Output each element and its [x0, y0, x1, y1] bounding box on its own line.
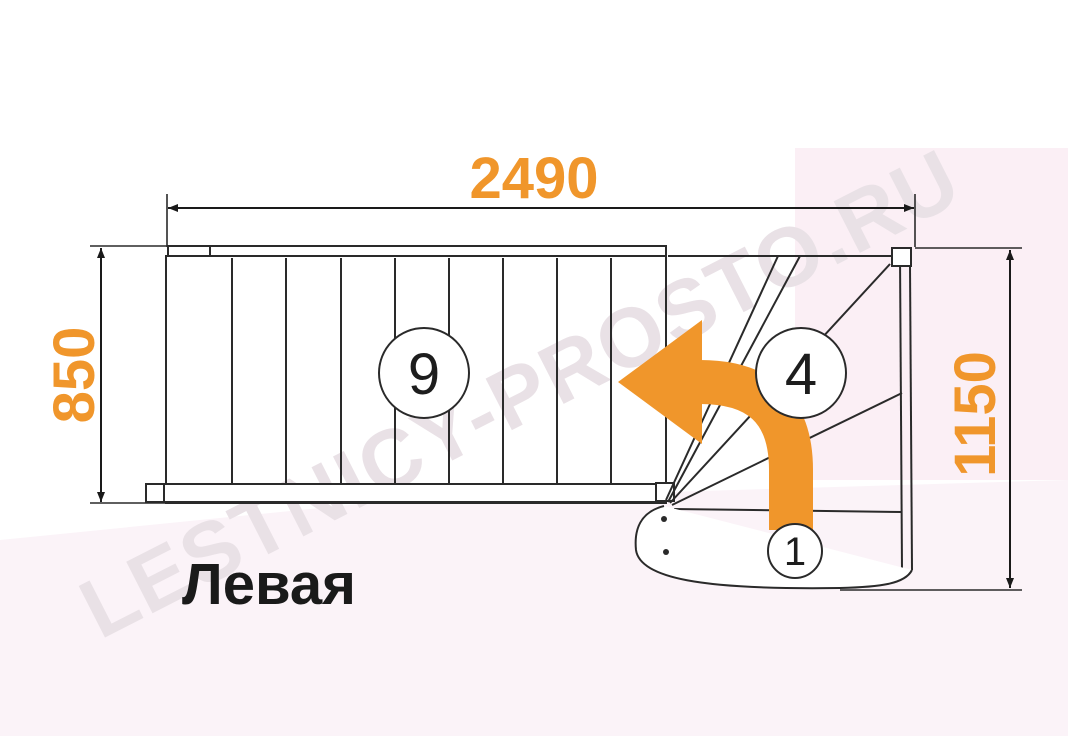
straight-flight	[145, 245, 675, 504]
direction-label: Левая	[182, 552, 356, 617]
newel-post-center	[655, 482, 675, 502]
svg-text:1: 1	[784, 530, 806, 574]
newel-post-corner	[891, 247, 912, 267]
dimension-left-label-wrap: 850	[42, 327, 107, 424]
step-count-badge-9: 9	[378, 327, 470, 419]
newel-post-left	[145, 483, 165, 503]
step-count-badge-1: 1	[767, 523, 823, 579]
bottom-handrail	[149, 483, 667, 503]
dimension-lines	[97, 204, 1014, 588]
dimension-right-label: 1150	[943, 351, 1008, 477]
top-handrail	[167, 245, 667, 257]
step-count-badge-4: 4	[755, 327, 847, 419]
dimension-total-label: 2490	[469, 146, 598, 211]
svg-text:9: 9	[408, 342, 440, 407]
dimension-left-label: 850	[42, 327, 107, 424]
svg-text:4: 4	[785, 342, 817, 407]
dimension-right-label-wrap: 1150	[943, 351, 1008, 477]
